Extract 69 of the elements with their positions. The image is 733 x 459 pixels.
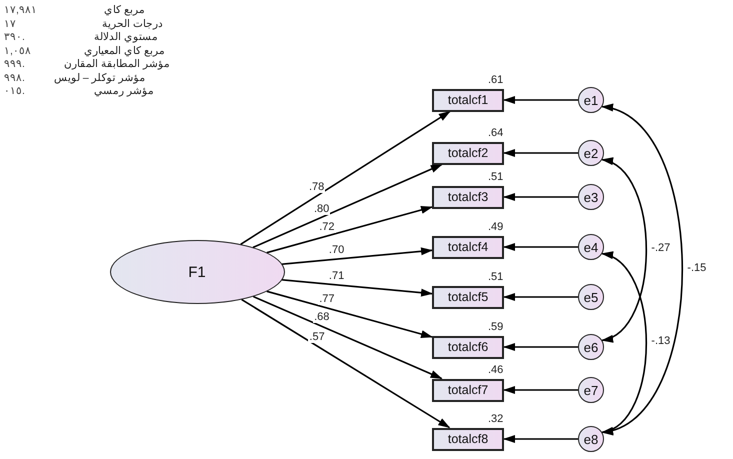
arrow bbox=[601, 158, 648, 342]
r-squared-value: .59 bbox=[488, 320, 504, 332]
arrow bbox=[503, 386, 578, 394]
variable-box: totalcf3 bbox=[432, 186, 504, 208]
edge-label: .78 bbox=[308, 181, 326, 194]
variable-box: totalcf2 bbox=[432, 142, 504, 164]
edge-label: -.13 bbox=[650, 335, 672, 347]
error-circle: e6 bbox=[578, 334, 604, 360]
variable-box: totalcf4 bbox=[432, 236, 504, 258]
edge-label: .72 bbox=[318, 221, 336, 234]
r-squared-value: .61 bbox=[488, 74, 504, 86]
arrow bbox=[503, 343, 578, 351]
arrow bbox=[241, 298, 450, 428]
arrow bbox=[503, 96, 578, 104]
variable-box: totalcf7 bbox=[432, 378, 504, 402]
error-circle: e7 bbox=[578, 377, 604, 403]
arrow bbox=[503, 193, 578, 201]
stat-value: ١٧,٩٨١ bbox=[4, 4, 38, 18]
arrow bbox=[503, 243, 578, 251]
arrow bbox=[282, 279, 433, 297]
error-circle: e3 bbox=[578, 184, 604, 210]
r-squared-value: .64 bbox=[488, 126, 504, 138]
stat-name: مربع كاي المعياري bbox=[83, 44, 166, 58]
variable-box: totalcf1 bbox=[432, 88, 504, 112]
r-squared-value: .49 bbox=[488, 220, 504, 232]
error-circle: e8 bbox=[578, 426, 604, 452]
error-circle: e1 bbox=[578, 87, 604, 113]
arrow bbox=[252, 296, 442, 380]
edge-label: .77 bbox=[318, 292, 336, 305]
arrow bbox=[266, 206, 433, 254]
factor-ellipse: F1 bbox=[110, 240, 284, 304]
variable-box: totalcf6 bbox=[432, 336, 504, 358]
r-squared-value: .51 bbox=[488, 170, 504, 182]
edge-label: .70 bbox=[328, 244, 346, 256]
stat-value: ٩٩٩. bbox=[4, 58, 26, 72]
stat-value: ١,٠٥٨ bbox=[4, 44, 32, 58]
arrow bbox=[282, 247, 433, 265]
arrow bbox=[503, 293, 578, 301]
edge-label: -.27 bbox=[650, 242, 672, 254]
arrow bbox=[601, 252, 648, 434]
edge-label: .57 bbox=[308, 330, 326, 343]
stat-name: مؤشر المطابقة المقارن bbox=[63, 58, 171, 72]
r-squared-value: .32 bbox=[488, 412, 504, 424]
stat-value: ٣٩٠. bbox=[4, 31, 26, 44]
error-circle: e2 bbox=[578, 140, 604, 166]
variable-box: totalcf5 bbox=[432, 286, 504, 308]
arrow bbox=[601, 106, 683, 434]
r-squared-value: .51 bbox=[488, 270, 504, 282]
variable-box: totalcf8 bbox=[432, 428, 504, 450]
r-squared-value: .46 bbox=[488, 364, 504, 376]
stat-name: درجات الحرية bbox=[101, 18, 164, 31]
edge-label: -.15 bbox=[686, 262, 708, 274]
edge-label: .68 bbox=[313, 311, 330, 324]
arrow bbox=[503, 435, 578, 443]
stat-value: ٠١٥. bbox=[4, 85, 26, 98]
error-circle: e5 bbox=[578, 284, 604, 310]
stat-name: مؤشر توكلر – لويس bbox=[54, 72, 147, 85]
arrow bbox=[266, 290, 433, 338]
stat-value: ١٧ bbox=[4, 18, 17, 31]
stat-value: ٩٩٨. bbox=[4, 72, 26, 85]
error-circle: e4 bbox=[578, 234, 604, 260]
edge-label: .71 bbox=[328, 270, 346, 282]
arrow bbox=[240, 110, 451, 245]
stat-name: مؤشر رمسي bbox=[93, 85, 155, 98]
stat-name: مستوي الدلالة bbox=[93, 31, 159, 44]
arrow bbox=[503, 149, 578, 157]
arrow bbox=[252, 164, 443, 248]
edge-label: .80 bbox=[312, 202, 330, 215]
stat-name: مربع كاي bbox=[103, 4, 146, 18]
